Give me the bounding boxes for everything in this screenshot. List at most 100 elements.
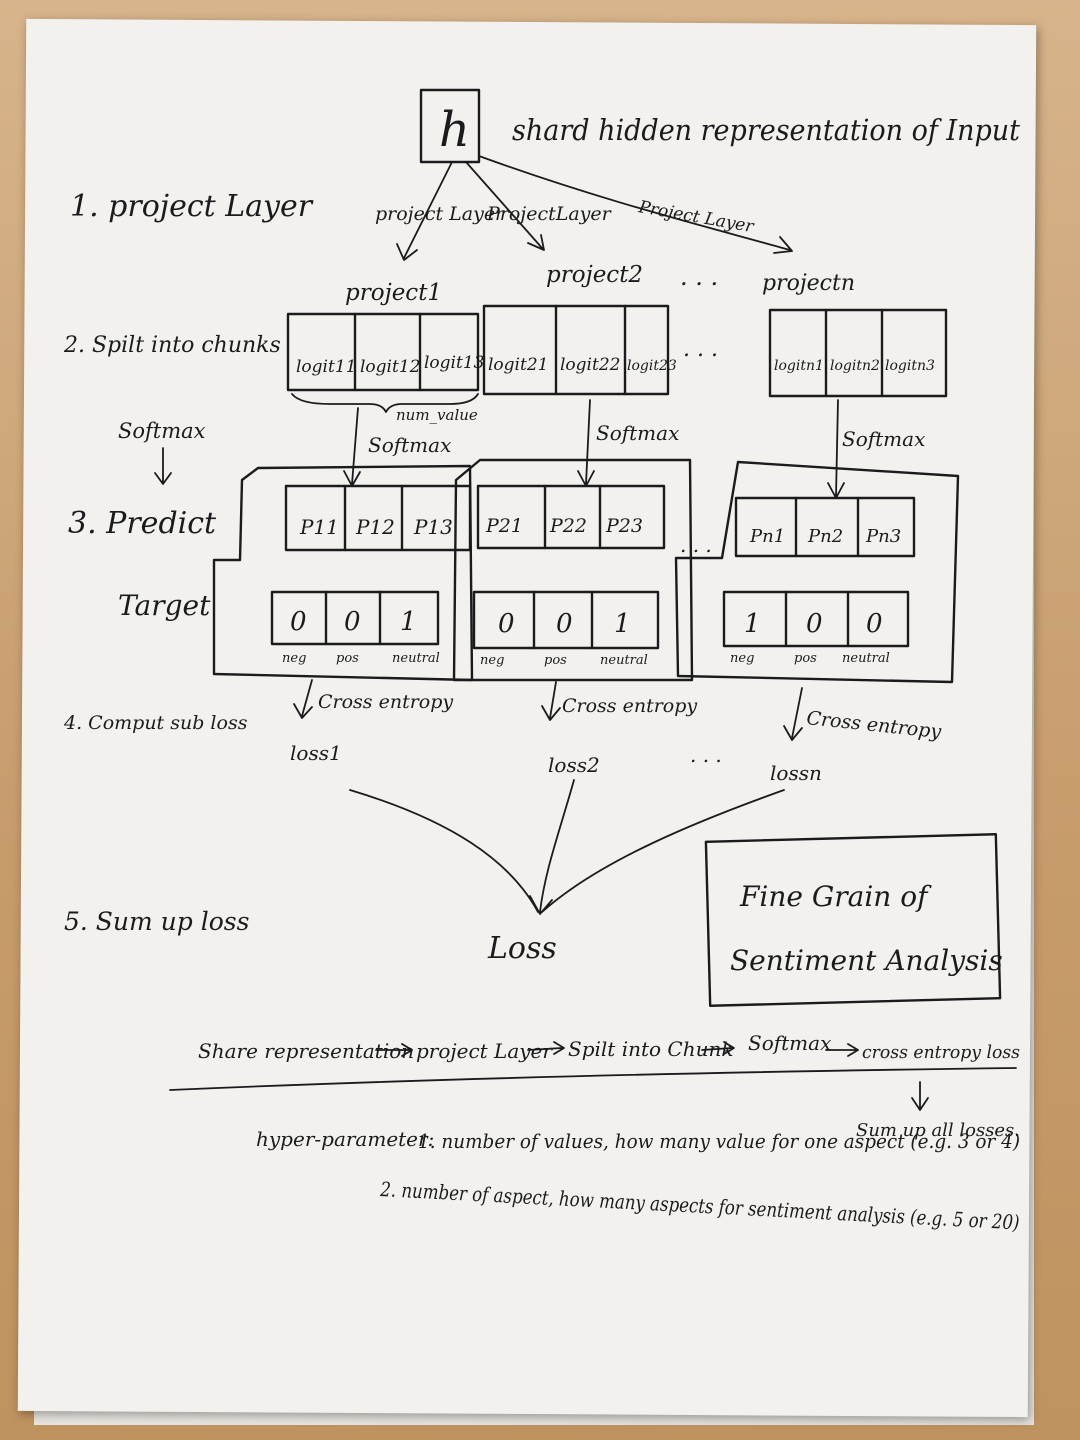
step2-label: 2. Spilt into chunks — [63, 333, 281, 358]
logit-n1: logitn1 — [774, 358, 824, 374]
outer-box-1 — [212, 464, 474, 682]
target-label: Target — [118, 589, 211, 622]
target-group-1: 0 0 1 — [270, 590, 440, 646]
softmax-arrow-1 — [343, 407, 361, 487]
arrow-h-projectn — [478, 155, 793, 254]
pipeline-step-1: Share representation — [198, 1039, 414, 1063]
logit-n2: logitn2 — [830, 358, 880, 374]
step4-label: 4. Comput sub loss — [63, 712, 248, 734]
predict-11: P11 — [299, 515, 339, 539]
class-pos-2: pos — [544, 653, 567, 668]
ce-arrow-n — [783, 687, 803, 741]
predict-group-2: P21 P22 P23 — [476, 484, 666, 550]
h-box — [419, 88, 481, 164]
logit-23: logit23 — [627, 358, 677, 374]
target-n2: 0 — [806, 609, 823, 639]
h-caption: shard hidden representation of Input — [512, 113, 1020, 147]
logit-group-n: logitn1 logitn2 logitn3 — [768, 308, 948, 398]
projectn-label: projectn — [762, 271, 855, 296]
pipeline-step-4: Softmax — [748, 1031, 831, 1055]
projects-ellipsis: . . . — [680, 263, 718, 291]
predict-23: P23 — [605, 515, 643, 537]
logit-22: logit22 — [560, 355, 620, 375]
predict-12: P12 — [355, 515, 395, 539]
num-value-label: num_value — [396, 406, 478, 424]
predict-ellipsis: . . . — [680, 533, 712, 557]
ce-label-n: Cross entropy — [805, 707, 942, 743]
arrow-label-3: Project Layer — [636, 197, 756, 237]
converge-curve-2 — [539, 779, 575, 913]
class-neg-1: neg — [282, 651, 306, 666]
target-n3: 0 — [866, 609, 883, 639]
converge-curve-1 — [349, 789, 539, 913]
ce-label-2: Cross entropy — [562, 695, 697, 717]
pipeline-final: Sum up all losses. — [856, 1120, 1020, 1141]
hyper-line2: 2. number of aspect, how many aspects fo… — [379, 1177, 1020, 1235]
title-box — [704, 833, 1002, 1007]
target-23: 1 — [614, 609, 631, 639]
pipeline-arrow-3 — [701, 1041, 735, 1055]
step3-label: 3. Predict — [68, 506, 217, 541]
class-neg-2: neg — [480, 653, 504, 668]
outer-box-n — [674, 460, 960, 684]
pipeline-step-2: project Layer — [416, 1039, 553, 1063]
arrow-label-2: ProjectLayer — [486, 203, 613, 225]
title-line1: Fine Grain of — [739, 880, 932, 913]
class-neutral-n: neutral — [842, 651, 890, 666]
pipeline-step-5: cross entropy loss — [862, 1042, 1020, 1063]
predict-n2: Pn2 — [807, 526, 843, 547]
pipeline-arrow-4 — [825, 1043, 859, 1057]
target-group-2: 0 0 1 — [472, 590, 660, 650]
logit-21: logit21 — [488, 355, 548, 375]
softmax-left-arrow — [154, 447, 172, 485]
logit-12: logit12 — [360, 357, 420, 377]
target-22: 0 — [556, 609, 573, 639]
logit-group-1: logit11 logit12 logit13 — [286, 312, 484, 392]
predict-13: P13 — [413, 515, 453, 539]
converge-curve-n — [529, 789, 785, 915]
project2-label: project2 — [546, 262, 643, 288]
logits-ellipsis: . . . — [683, 337, 718, 362]
h-symbol: h — [439, 102, 470, 158]
softmax-label-2: Softmax — [596, 421, 679, 445]
softmax-label-n: Softmax — [842, 427, 925, 451]
class-neutral-2: neutral — [600, 653, 648, 668]
pipeline-arrow-2 — [527, 1041, 565, 1055]
project1-label: project1 — [345, 280, 442, 306]
logit-13: logit13 — [424, 353, 484, 373]
logit-n3: logitn3 — [885, 358, 935, 374]
ce-label-1: Cross entropy — [318, 691, 453, 713]
loss-n: lossn — [770, 761, 822, 785]
softmax-label-1: Softmax — [368, 433, 451, 457]
ce-arrow-2 — [541, 681, 561, 721]
predict-22: P22 — [549, 515, 587, 537]
ce-arrow-1 — [293, 679, 313, 719]
arrow-label-1: project Layer — [375, 203, 506, 225]
loss-2: loss2 — [548, 753, 600, 777]
hyper-line1: 1. number of values, how many value for … — [418, 1129, 1020, 1153]
predict-group-n: Pn1 Pn2 Pn3 — [734, 496, 916, 558]
title-line2: Sentiment Analysis — [730, 944, 1003, 977]
target-12: 0 — [344, 607, 361, 637]
pipeline-down-arrow — [911, 1081, 929, 1111]
arrow-h-project2 — [465, 161, 545, 251]
predict-group-1: P11 P12 P13 — [284, 484, 472, 552]
arrow-h-project1 — [396, 161, 453, 261]
logit-group-2: logit21 logit22 logit23 — [482, 304, 677, 396]
pipeline-arrow-1 — [375, 1043, 413, 1057]
step1-label: 1. project Layer — [70, 189, 314, 224]
logit-11: logit11 — [296, 357, 356, 377]
loss-1: loss1 — [290, 741, 342, 765]
outer-box-2 — [452, 458, 694, 682]
total-loss: Loss — [487, 931, 557, 966]
class-pos-1: pos — [336, 651, 359, 666]
pipeline-underline — [169, 1067, 1017, 1091]
predict-n1: Pn1 — [749, 526, 785, 547]
step5-label: 5. Sum up loss — [64, 907, 249, 936]
target-group-n: 1 0 0 — [722, 590, 910, 648]
hyper-label: hyper-parameter: — [256, 1127, 434, 1151]
softmax-arrow-2 — [577, 399, 595, 487]
softmax-left-label: Softmax — [118, 419, 206, 443]
predict-21: P21 — [485, 515, 523, 537]
